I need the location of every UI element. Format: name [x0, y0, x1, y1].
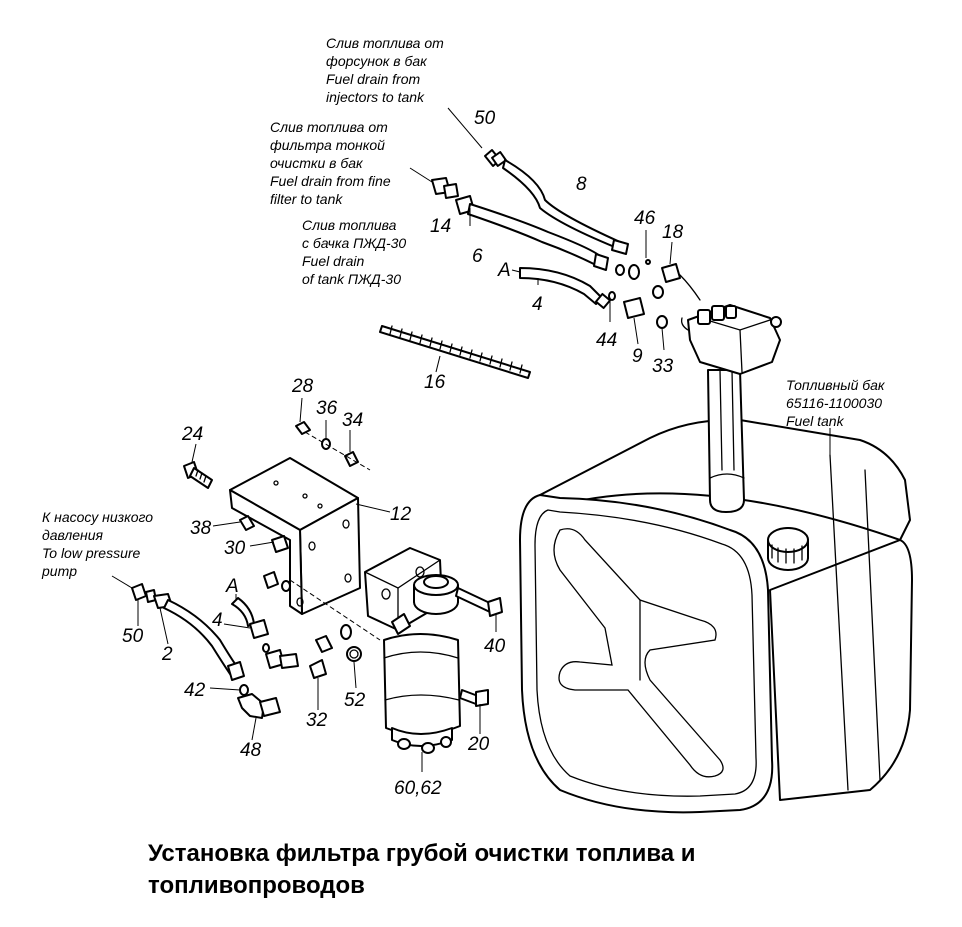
- hose-4-left: [231, 597, 269, 639]
- label-48: 48: [240, 740, 262, 761]
- label-46: 46: [634, 208, 656, 229]
- label-50-left: 50: [122, 626, 144, 647]
- hose-2: [153, 593, 245, 681]
- label-60-62: 60,62: [394, 778, 442, 799]
- filler-cap: [767, 527, 809, 571]
- label-20: 20: [467, 734, 490, 755]
- drain-line-8: [484, 149, 629, 255]
- fitting-50-left: [131, 583, 157, 603]
- bracket-12: [229, 457, 361, 615]
- label-14: 14: [430, 216, 451, 237]
- label-4-left: 4: [212, 610, 223, 631]
- label-a-top: A: [497, 260, 511, 281]
- label-18: 18: [662, 222, 684, 243]
- fuel-tank: [519, 369, 913, 814]
- label-4-top: 4: [532, 294, 543, 315]
- label-30: 30: [224, 538, 246, 559]
- washers-52-32: [309, 624, 362, 679]
- diagram-title: Установка фильтра грубой очистки топлива…: [148, 838, 908, 902]
- label-32: 32: [306, 710, 328, 731]
- label-33: 33: [652, 356, 674, 377]
- sender-valve-block: [680, 304, 782, 375]
- note-low-pressure-pump: К насосу низкого давления To low pressur…: [41, 509, 157, 579]
- bolt-40: [455, 587, 503, 617]
- label-36: 36: [316, 398, 338, 419]
- note-fine-filter-drain: Слив топлива от фильтра тонкой очистки в…: [270, 119, 395, 207]
- rod-16: [379, 325, 531, 379]
- label-9: 9: [632, 346, 643, 367]
- label-6: 6: [472, 246, 483, 267]
- label-42: 42: [184, 680, 206, 701]
- nut-38-bolt-30: [239, 515, 289, 553]
- label-40: 40: [484, 636, 506, 657]
- label-24: 24: [181, 424, 203, 445]
- note-injectors-drain: Слив топлива от форсунок в бак Fuel drai…: [326, 35, 448, 105]
- label-44: 44: [596, 330, 617, 351]
- fittings-top-cluster: [608, 259, 701, 329]
- mount-path: [289, 579, 381, 641]
- note-fuel-tank: Топливный бак 65116-1100030 Fuel tank: [786, 377, 888, 429]
- label-2: 2: [161, 644, 173, 665]
- coarse-fuel-filter: [364, 547, 461, 754]
- bolt-path-top: [304, 431, 371, 471]
- label-12: 12: [390, 504, 412, 525]
- leader-lines: [111, 107, 831, 772]
- label-16: 16: [424, 372, 446, 393]
- title-line-2: топливопроводов: [148, 872, 365, 899]
- nuts-mount: [263, 571, 291, 592]
- label-28: 28: [291, 376, 314, 397]
- fittings-42-48: [237, 643, 299, 719]
- bolt-20: [459, 689, 489, 707]
- note-pzhd-tank-drain: Слив топлива с бачка ПЖД-30 Fuel drain o…: [302, 217, 410, 287]
- label-a-left: A: [225, 576, 239, 597]
- label-34: 34: [342, 410, 363, 431]
- label-52: 52: [344, 690, 366, 711]
- label-38: 38: [190, 518, 212, 539]
- bolt-24: [183, 461, 213, 489]
- title-line-1: Установка фильтра грубой очистки топлива…: [148, 840, 696, 867]
- label-8: 8: [576, 174, 587, 195]
- label-50-top: 50: [474, 108, 496, 129]
